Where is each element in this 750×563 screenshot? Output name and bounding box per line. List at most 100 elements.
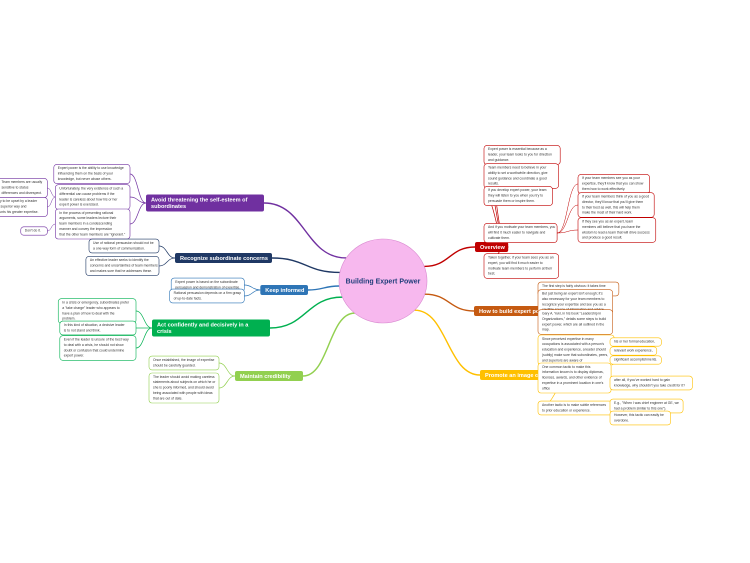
topic-overview-3[interactable]: If you develop expert power, your teamth… <box>483 186 553 206</box>
topic-avoid-3-line: In the process of presenting rational <box>59 211 113 215</box>
topic-act-3[interactable]: Even if the leader is unsure of the best… <box>59 335 137 361</box>
subtopic-promote-1-3-line: significant accomplishments. <box>614 358 657 362</box>
topic-act-1-line: In a crisis or emergency, subordinates p… <box>62 301 130 305</box>
subtopic-overview-4-2-box <box>577 192 655 218</box>
topic-promote-3-line: Another tactic is to make subtle referen… <box>542 403 606 407</box>
subtopic-promote-3-1[interactable]: E.g., "When I was chief engineer at GE, … <box>609 398 684 414</box>
subtopic-overview-4-3[interactable]: If they see you as an expert, teammember… <box>577 217 657 243</box>
subtopic-promote-1-2[interactable]: relevant work experience, <box>609 346 658 356</box>
subtopic-overview-4-3-connector <box>557 229 579 234</box>
topic-promote-3[interactable]: Another tactic is to make subtle referen… <box>537 400 613 416</box>
topic-promote-2[interactable]: One common tactic to make thisinformatio… <box>537 362 612 394</box>
branch-informed-connector <box>307 285 340 291</box>
subtopic-promote-2-1-box <box>609 375 693 391</box>
topic-overview-1[interactable]: Expert power is essential because as a le… <box>483 145 561 165</box>
topic-act-2-line: In this kind of situation, a decisive le… <box>64 323 126 327</box>
subtopic-promote-2-1[interactable]: after all, if you've worked hard to gain… <box>609 375 693 391</box>
topic-act-3-box <box>59 335 137 361</box>
subtopic-overview-4-1-line: expertise, they'll know that you can sho… <box>582 182 644 186</box>
topic-overview-5-line: Taken together, if your team sees you as… <box>488 256 554 260</box>
topic-credibility-1-line: Once established, the image of expertise <box>153 358 215 362</box>
subtopic-promote-1-1-line: his or her formal education, <box>614 340 655 344</box>
subtopic-promote-1-1[interactable]: his or her formal education, <box>609 337 662 347</box>
topic-credibility-1[interactable]: Once established, the image of expertise… <box>148 355 220 371</box>
topic-how-to-3[interactable]: Gary A. Yukl, in his book "Leadership in… <box>537 309 613 335</box>
branch-recognize-label: Recognize subordinate concerns <box>180 256 268 262</box>
topic-avoid-3-line: arguments, some leaders lecture their <box>59 216 117 220</box>
topic-promote-1[interactable]: Since perceived expertise in manyoccupat… <box>537 334 615 366</box>
subtopic-avoid-2-2[interactable]: They are likely to be upset by a leaderw… <box>0 197 48 217</box>
branch-overview[interactable]: Overview <box>475 242 509 252</box>
subtopic-promote-1-3-box <box>609 355 662 365</box>
branch-act-label-line-1: Act confidently and decisively in a <box>157 323 249 329</box>
topic-act-3-line: doubt or confusion that could undermine <box>64 348 125 352</box>
topic-credibility-2[interactable]: The leader should avoid making carelesss… <box>148 372 220 404</box>
topic-avoid-3-line: team members in a condescending <box>59 222 112 226</box>
subtopic-promote-1-3[interactable]: significant accomplishments. <box>609 355 662 365</box>
topic-avoid-2-line: leader is careless about how his or her <box>59 197 118 201</box>
topic-overview-3-line: they will listen to you when you try to <box>488 194 543 198</box>
branch-credibility-label: Maintain credibility <box>240 374 292 380</box>
topic-avoid-3[interactable]: In the process of presenting rationalarg… <box>55 208 131 240</box>
topic-how-to-3-line: Gary A. Yukl, in his book "Leadership in <box>542 312 601 316</box>
topic-recognize-2-line: and makes sure that he addresses these. <box>90 269 152 273</box>
subtopic-promote-3-2-box <box>609 410 672 426</box>
topic-informed-2-connector <box>244 289 261 297</box>
topic-overview-4-line: cultivate them. <box>488 236 510 240</box>
subtopic-overview-4-2-line: to their best as well, this will help th… <box>582 205 640 209</box>
subtopic-overview-4-2-line: director, they'll know that you'll give … <box>582 200 643 204</box>
topic-recognize-2[interactable]: An effective leader seeks to identify th… <box>85 256 160 276</box>
branch-recognize[interactable]: Recognize subordinate concerns <box>175 253 272 263</box>
subtopic-avoid-3-1[interactable]: Don't do it. <box>20 226 48 236</box>
subtopic-avoid-2-2-line: arrogantly flaunts his greater expertise… <box>0 210 38 214</box>
branch-act-connector <box>269 296 343 329</box>
subtopic-avoid-2-2-connector <box>47 196 56 208</box>
topic-promote-2-line: office <box>542 386 550 390</box>
topic-avoid-1-line: Expert power is the ability to use knowl… <box>58 166 124 170</box>
subtopic-promote-3-2[interactable]: However, this tactic can easily beoverdo… <box>609 410 672 426</box>
branch-credibility-box <box>235 371 303 381</box>
subtopic-overview-4-2-connector <box>557 204 579 234</box>
topic-informed-2[interactable]: Rational persuasion depends on a firm gr… <box>169 288 245 304</box>
branch-promote-label: Promote an image of expertise <box>485 373 566 379</box>
topic-recognize-1[interactable]: Use of rational persuasion should not be… <box>88 238 160 254</box>
subtopic-promote-3-1-line: E.g., "When I was chief engineer at GE, … <box>614 401 679 405</box>
topic-act-2[interactable]: In this kind of situation, a decisive le… <box>59 320 137 336</box>
central-topic[interactable]: Building Expert Power <box>338 238 428 324</box>
topic-overview-5[interactable]: Taken together, if your team sees you as… <box>483 253 559 279</box>
topic-act-3-line: Even if the leader is unsure of the best… <box>64 338 129 342</box>
topic-informed-1-line: Expert power is based on the subordinate <box>175 280 238 284</box>
branch-credibility[interactable]: Maintain credibility <box>235 371 303 381</box>
topic-recognize-2-connector <box>158 257 176 267</box>
topic-recognize-2-box <box>85 256 160 276</box>
topic-recognize-1-line: a one-way form of communication. <box>93 246 145 250</box>
subtopic-promote-3-1-line: had a problem similar to this one"). <box>614 406 666 410</box>
subtopic-avoid-2-2-line: They are likely to be upset by a leader <box>0 199 38 203</box>
topic-how-to-2-line: recognize your expertise and see you as … <box>542 302 606 306</box>
branch-informed[interactable]: Keep informed <box>260 285 308 295</box>
subtopic-overview-4-1[interactable]: If your team members see you as yourexpe… <box>577 174 650 194</box>
topic-act-1[interactable]: In a crisis or emergency, subordinates p… <box>57 298 137 324</box>
topic-how-to-2-line: But just being an expert isn't enough; i… <box>542 292 603 296</box>
topic-avoid-2-connector <box>129 196 147 204</box>
topic-overview-4-box <box>483 223 558 243</box>
topic-promote-1-line: (subtly) make sure that subordinates, pe… <box>542 353 608 357</box>
topic-avoid-2[interactable]: Unfortunately, the very existence of suc… <box>55 184 131 210</box>
topic-overview-1-line: Expert power is essential because as a <box>488 147 547 151</box>
subtopic-promote-1-1-box <box>609 337 662 347</box>
subtopic-overview-4-2[interactable]: If your team members think of you as a g… <box>577 192 655 218</box>
topic-overview-2-line: results. <box>488 182 499 186</box>
topic-act-2-line: is to not stand and think. <box>64 328 101 332</box>
branch-recognize-box <box>175 253 272 263</box>
topic-overview-2[interactable]: Team members need to believe in yourabil… <box>483 163 559 189</box>
topic-overview-1-line: leader, your team looks to you for direc… <box>488 153 552 157</box>
topic-overview-4[interactable]: And if you motivate your team members, y… <box>483 223 558 243</box>
topic-avoid-1[interactable]: Expert power is the ability to use knowl… <box>53 164 131 184</box>
topic-avoid-1-line: influencing them on the basis of your <box>58 172 114 176</box>
topic-overview-4-line: will find it much easier to navigate and <box>488 231 545 235</box>
